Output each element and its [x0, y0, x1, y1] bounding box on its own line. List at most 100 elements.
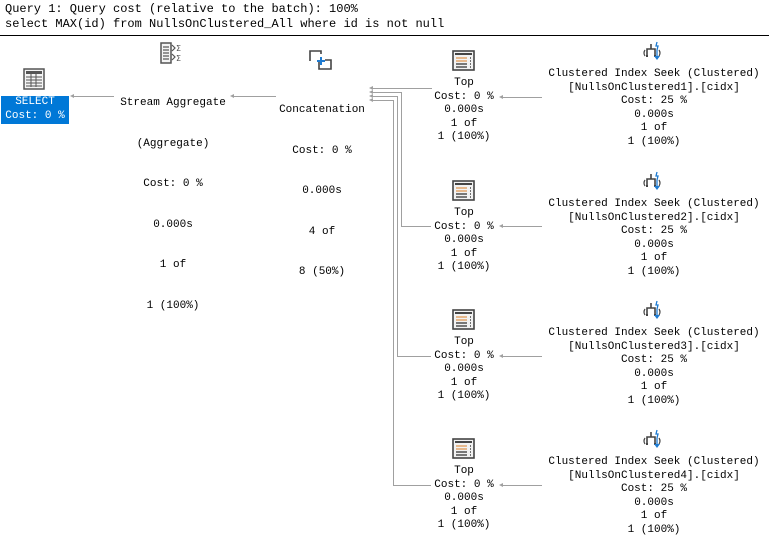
node-rows-actual: 1 of: [640, 252, 668, 264]
node-time: 0.000s: [634, 238, 674, 251]
connector-segment: [401, 226, 431, 227]
connector-top3-seek3: [502, 356, 542, 357]
top-icon: [452, 438, 475, 459]
connector-segment: [397, 96, 398, 356]
node-rows-actual: 1 of: [450, 247, 478, 260]
top-icon: [452, 309, 475, 330]
node-rows-estimate: 1 (100%): [146, 299, 200, 312]
query-sql-text: select MAX(id) from NullsOnClustered_All…: [5, 17, 445, 31]
node-object: [NullsOnClustered2].[cidx]: [568, 211, 740, 224]
connector-concat-top4: [372, 100, 393, 101]
node-time: 0.000s: [444, 492, 484, 504]
arrow-icon: [369, 90, 373, 94]
clustered-index-seek-icon: [643, 41, 661, 60]
select-node-label[interactable]: SELECT Cost: 0 %: [1, 96, 69, 124]
node-cost: Cost: 25 %: [620, 225, 687, 237]
node-title: Stream Aggregate: [120, 97, 226, 109]
node-cost: Cost: 0 %: [434, 478, 494, 491]
node-title: SELECT: [15, 96, 55, 108]
node-subtitle: (Aggregate): [136, 137, 210, 150]
node-title: Clustered Index Seek (Clustered): [548, 456, 760, 468]
connector-segment: [393, 485, 431, 486]
connector-top4-seek4: [502, 485, 542, 486]
select-table-icon: [23, 68, 45, 90]
node-rows-actual: 1 of: [159, 259, 187, 271]
clustered-index-seek-icon: [643, 300, 661, 319]
node-cost: Cost: 25 %: [620, 483, 687, 495]
node-time: 0.000s: [444, 104, 484, 116]
node-rows-actual: 1 of: [450, 505, 478, 518]
node-title: Clustered Index Seek (Clustered): [548, 198, 760, 210]
node-rows-estimate: 1 (100%): [627, 523, 681, 536]
node-cost: Cost: 0 %: [143, 178, 203, 190]
node-object: [NullsOnClustered1].[cidx]: [568, 81, 740, 94]
node-rows-estimate: 1 (100%): [437, 131, 491, 143]
arrow-icon: [369, 98, 373, 102]
connector-segment: [397, 356, 431, 357]
top-icon: [452, 50, 475, 71]
node-rows-estimate: 8 (50%): [298, 266, 346, 278]
connector-top2-seek2: [502, 226, 542, 227]
node-title: Top: [454, 465, 474, 477]
node-time: 0.000s: [444, 234, 484, 246]
arrow-icon: [499, 95, 503, 99]
header-separator: [0, 35, 769, 36]
connector-aggregate-concat: [232, 96, 276, 97]
arrow-icon: [369, 94, 373, 98]
node-object: [NullsOnClustered4].[cidx]: [568, 469, 740, 482]
node-rows-actual: 1 of: [640, 381, 668, 393]
node-time: 0.000s: [444, 363, 484, 375]
node-title: Clustered Index Seek (Clustered): [548, 68, 760, 80]
node-cost: Cost: 0 %: [434, 349, 494, 362]
node-object: [NullsOnClustered3].[cidx]: [568, 340, 740, 353]
node-title: Top: [454, 336, 474, 348]
connector-concat-top1: [372, 88, 432, 89]
node-rows-estimate: 1 (100%): [627, 265, 681, 278]
arrow-icon: [499, 354, 503, 358]
node-time: 0.000s: [634, 496, 674, 509]
node-time: 0.000s: [302, 185, 342, 197]
svg-text:Σ: Σ: [176, 44, 181, 53]
node-time: 0.000s: [634, 108, 674, 121]
connector-top1-seek1: [502, 97, 542, 98]
node-rows-actual: 1 of: [450, 117, 478, 130]
node-time: 0.000s: [634, 367, 674, 380]
node-rows-estimate: 1 (100%): [437, 261, 491, 273]
connector-segment: [401, 92, 402, 226]
query-cost-header: Query 1: Query cost (relative to the bat…: [5, 2, 358, 16]
arrow-icon: [369, 86, 373, 90]
concatenation-icon: [309, 50, 332, 70]
clustered-index-seek-icon: [643, 171, 661, 190]
node-title: Top: [454, 207, 474, 219]
connector-select-aggregate: [72, 96, 114, 97]
connector-segment: [393, 100, 394, 485]
arrow-icon: [230, 94, 234, 98]
node-cost: Cost: 0 %: [434, 90, 494, 103]
node-rows-actual: 1 of: [640, 510, 668, 522]
arrow-icon: [499, 483, 503, 487]
svg-text:Σ: Σ: [176, 54, 181, 63]
top-icon: [452, 180, 475, 201]
node-rows-estimate: 1 (100%): [627, 394, 681, 407]
node-title: Concatenation: [279, 104, 365, 116]
node-rows-actual: 4 of: [308, 225, 336, 238]
node-cost: Cost: 25 %: [620, 354, 687, 366]
node-cost: Cost: 0 %: [5, 109, 65, 122]
node-time: 0.000s: [153, 218, 193, 231]
connector-concat-top3: [372, 96, 397, 97]
stream-aggregate-icon: Σ Σ: [160, 42, 181, 64]
node-title: Clustered Index Seek (Clustered): [548, 327, 760, 339]
node-title: Top: [454, 77, 474, 89]
node-rows-estimate: 1 (100%): [627, 135, 681, 148]
arrow-icon: [499, 224, 503, 228]
node-cost: Cost: 0 %: [292, 144, 352, 157]
node-cost: Cost: 25 %: [620, 95, 687, 107]
arrow-icon: [70, 94, 74, 98]
clustered-index-seek-icon: [643, 429, 661, 448]
connector-concat-top2: [372, 92, 401, 93]
node-rows-actual: 1 of: [640, 122, 668, 134]
node-rows-actual: 1 of: [450, 376, 478, 389]
node-rows-estimate: 1 (100%): [437, 390, 491, 402]
node-rows-estimate: 1 (100%): [437, 519, 491, 531]
node-cost: Cost: 0 %: [434, 220, 494, 233]
